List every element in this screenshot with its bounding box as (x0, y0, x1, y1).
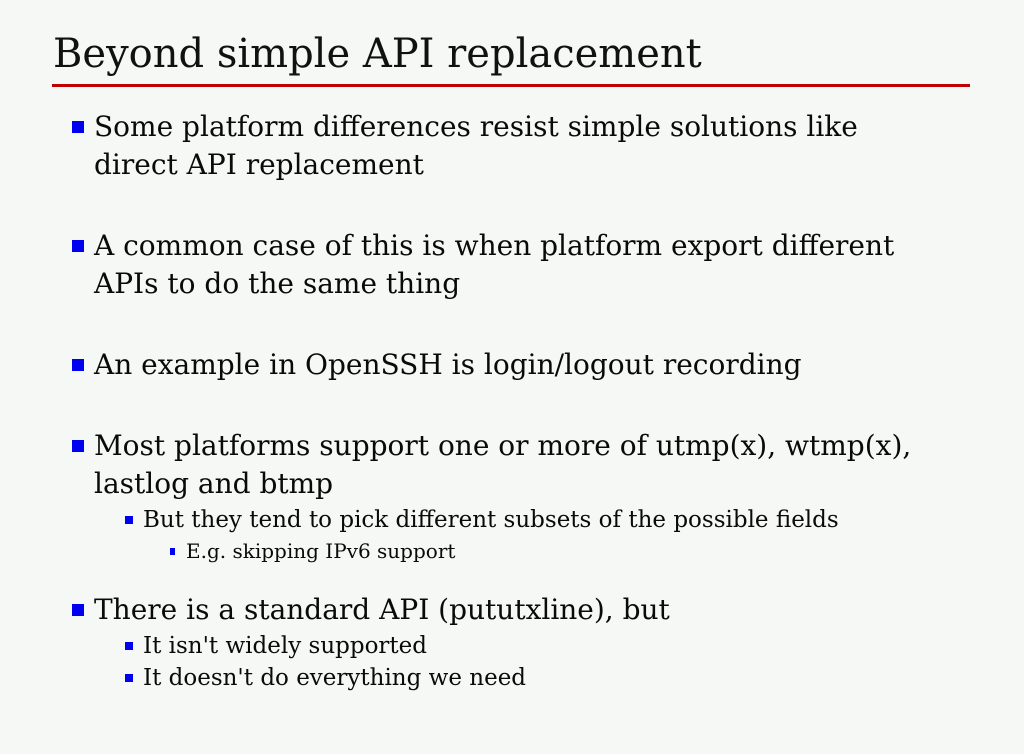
sub-bullet-item: But they tend to pick different subsets … (0, 505, 945, 535)
bullet-text: It doesn't do everything we need (143, 665, 527, 691)
bullet-item: Some platform differences resist simple … (0, 108, 945, 184)
bullet-square-icon (72, 240, 84, 252)
bullet-text: But they tend to pick different subsets … (143, 507, 839, 533)
bullet-square-icon (125, 642, 133, 650)
presentation-slide: Beyond simple API replacement Some platf… (0, 30, 1024, 754)
bullet-square-icon (125, 516, 133, 524)
sub-sub-bullet-item: E.g. skipping IPv6 support (0, 537, 945, 565)
bullet-square-icon (72, 604, 84, 616)
slide-title: Beyond simple API replacement (53, 31, 702, 77)
bullet-list: Some platform differences resist simple … (0, 108, 945, 693)
bullet-text: Some platform differences resist simple … (94, 110, 858, 181)
bullet-square-icon (170, 548, 175, 555)
bullet-square-icon (72, 440, 84, 452)
sub-bullet-item: It doesn't do everything we need (0, 663, 945, 693)
title-underline (52, 84, 970, 87)
bullet-square-icon (125, 674, 133, 682)
bullet-item: There is a standard API (pututxline), bu… (0, 591, 945, 629)
bullet-text: There is a standard API (pututxline), bu… (94, 593, 670, 626)
bullet-text: Most platforms support one or more of ut… (94, 429, 912, 500)
bullet-text: A common case of this is when platform e… (94, 229, 895, 300)
sub-bullet-item: It isn't widely supported (0, 631, 945, 661)
bullet-item: An example in OpenSSH is login/logout re… (0, 346, 945, 384)
bullet-square-icon (72, 359, 84, 371)
bullet-square-icon (72, 121, 84, 133)
bullet-item: A common case of this is when platform e… (0, 227, 945, 303)
bullet-text: It isn't widely supported (143, 633, 428, 659)
bullet-item: Most platforms support one or more of ut… (0, 427, 945, 503)
bullet-text: E.g. skipping IPv6 support (186, 539, 456, 563)
bullet-text: An example in OpenSSH is login/logout re… (94, 348, 802, 381)
